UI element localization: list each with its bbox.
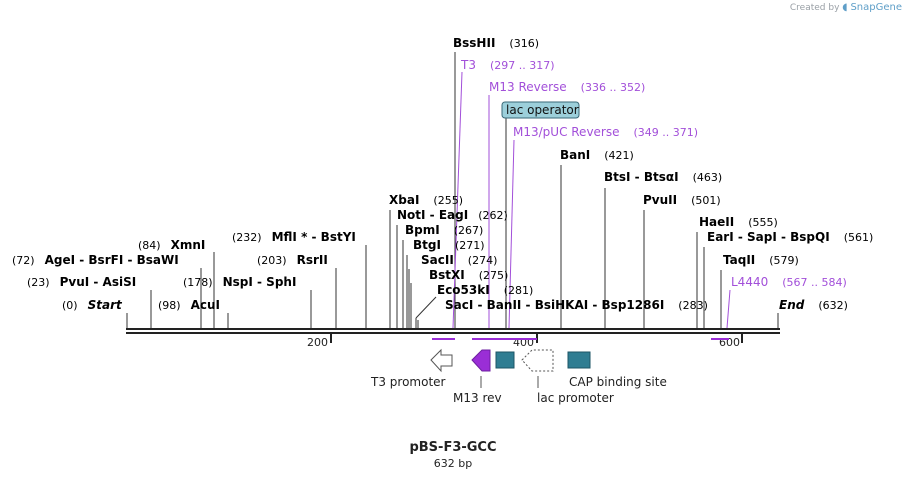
credit-prefix: Created by <box>789 3 840 13</box>
site-label-rsrii: (203)RsrII <box>257 253 328 267</box>
lac-operator-box <box>501 101 580 119</box>
site-label-pvuii: PvuII(501) <box>643 193 721 207</box>
site-label-haeii: HaeII(555) <box>699 215 778 229</box>
leader-t3 <box>452 71 463 329</box>
primer-label-m13puc-reverse: M13/pUC Reverse(349 .. 371) <box>513 125 698 139</box>
feature-label-t3-promoter: T3 promoter <box>370 375 446 389</box>
site-label-bstxi: BstXI(275) <box>429 268 508 282</box>
site-label-start: (0)Start <box>62 298 123 312</box>
site-label-nspi: (178)NspI - SphI <box>183 275 296 289</box>
site-label-saci: SacI - BanII - BsiHKAI - Bsp1286I(283) <box>445 298 708 312</box>
primer-label-m13-reverse: M13 Reverse(336 .. 352) <box>489 80 645 94</box>
site-label-bani: BanI(421) <box>560 148 634 162</box>
lac-operator-label: lac operator <box>506 103 579 117</box>
site-label-agei: (72)AgeI - BsrFI - BsaWI <box>12 253 179 267</box>
snapgene-logo-icon: ◖ <box>842 2 848 13</box>
leader-l4440 <box>726 289 731 329</box>
site-label-sacii: SacII(274) <box>421 253 497 267</box>
site-label-acui: (98)AcuI <box>158 298 220 312</box>
feature-label-cap-binding-site: CAP binding site <box>569 375 667 389</box>
sequence-name: pBS-F3-GCC <box>409 440 497 455</box>
site-label-btsi: BtsI - BtsαI(463) <box>604 170 722 184</box>
ruler-label-600: 600 <box>719 336 740 349</box>
site-label-mfli: (232)MflI * - BstYI <box>232 230 356 244</box>
site-label-taqii: TaqII(579) <box>723 253 799 267</box>
site-label-xmni: (84)XmnI <box>138 238 205 252</box>
lac-operator-feature-box <box>495 351 515 369</box>
snapgene-credit: Created by ◖ SnapGene <box>790 2 902 13</box>
primer-leaders <box>452 71 731 329</box>
ruler-label-200: 200 <box>307 336 328 349</box>
site-label-bpmi: BpmI(267) <box>405 223 483 237</box>
ruler-label-400: 400 <box>513 336 534 349</box>
leader-eco53ki <box>415 296 437 319</box>
leader-m13puc-reverse <box>508 139 515 329</box>
site-label-bsshii: BssHII(316) <box>453 36 539 50</box>
site-label-eari: EarI - SapI - BspQI(561) <box>707 230 873 244</box>
lac-promoter-arrow-icon <box>521 349 554 372</box>
t3-promoter-arrow-icon <box>430 348 453 373</box>
sequence-length: 632 bp <box>433 457 473 470</box>
cap-binding-site-box <box>567 351 591 369</box>
site-label-eco53ki: Eco53kI(281) <box>437 283 533 297</box>
site-leaders <box>126 52 779 328</box>
primer-label-l4440: L4440(567 .. 584) <box>731 275 847 289</box>
site-label-noti: NotI - EagI(262) <box>397 208 508 222</box>
primer-label-t3: T3(297 .. 317) <box>460 58 555 72</box>
feature-label-m13-rev: M13 rev <box>453 391 502 405</box>
site-label-xbai: XbaI(255) <box>389 193 463 207</box>
site-label-btgi: BtgI(271) <box>413 238 485 252</box>
site-label-pvui: (23)PvuI - AsiSI <box>27 275 136 289</box>
credit-brand: SnapGene <box>850 2 902 13</box>
feature-label-lac-promoter: lac promoter <box>537 391 614 405</box>
m13-rev-arrow-icon <box>471 349 491 372</box>
site-label-end: End(632) <box>779 298 848 312</box>
